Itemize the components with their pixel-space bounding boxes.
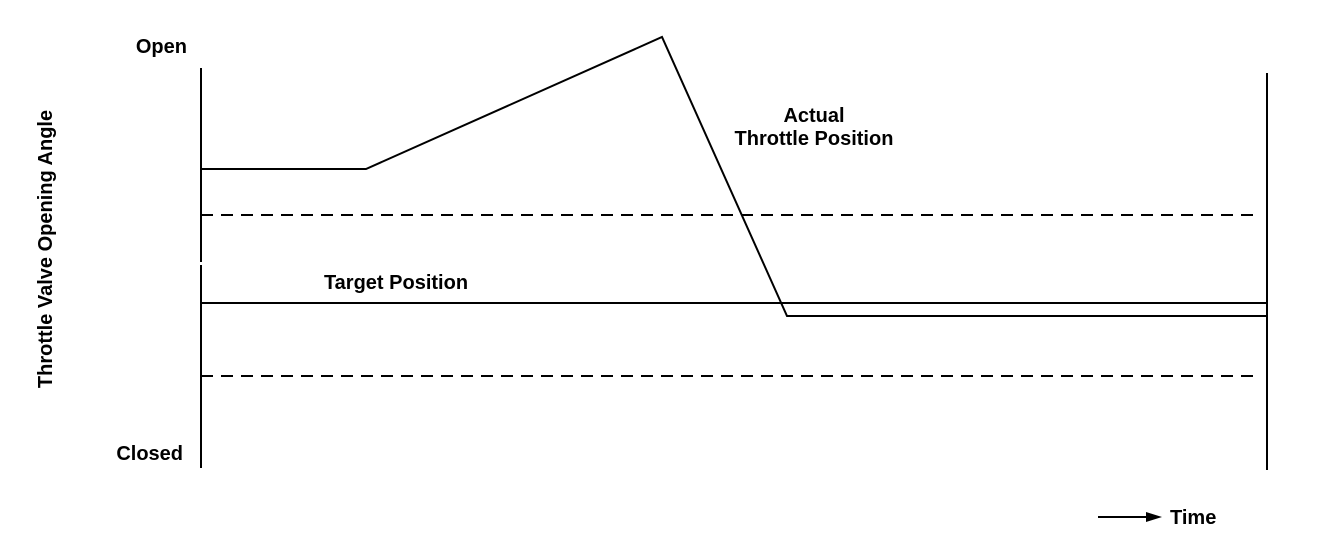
closed-label: Closed (116, 443, 183, 465)
actual-label-line1: Actual (783, 105, 844, 127)
time-arrow-icon (1146, 512, 1162, 522)
open-label: Open (136, 36, 187, 58)
actual-label-line2: Throttle Position (735, 128, 894, 150)
actual-throttle-curve (201, 35, 1267, 317)
target-position-label: Target Position (324, 272, 468, 294)
y-axis-title: Throttle Valve Opening Angle (35, 110, 57, 388)
time-label: Time (1170, 507, 1216, 529)
